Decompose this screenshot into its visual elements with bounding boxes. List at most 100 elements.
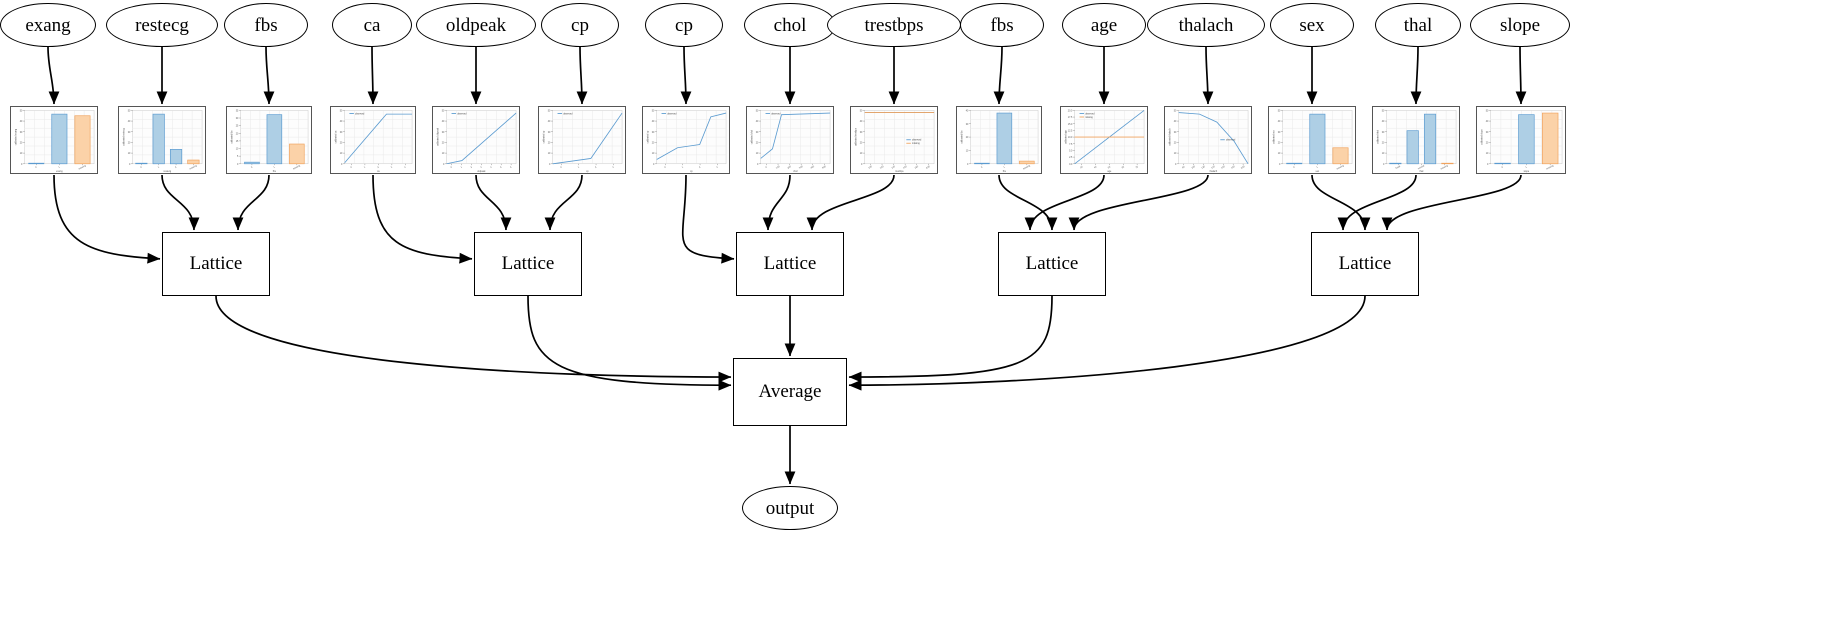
- svg-text:50: 50: [20, 110, 23, 112]
- svg-text:80: 80: [1182, 166, 1186, 169]
- svg-text:0: 0: [451, 166, 454, 169]
- svg-text:120: 120: [1201, 166, 1206, 170]
- feature-node-age[interactable]: age: [1062, 3, 1146, 47]
- svg-text:restecg: restecg: [164, 170, 172, 173]
- feature-node-exang[interactable]: exang: [0, 3, 96, 47]
- feature-node-sex[interactable]: sex: [1270, 3, 1354, 47]
- feature-node-cp[interactable]: cp: [541, 3, 619, 47]
- svg-text:30: 30: [1382, 132, 1385, 134]
- svg-text:10: 10: [548, 153, 551, 155]
- svg-text:missing: missing: [79, 165, 88, 171]
- svg-text:observed: observed: [1226, 140, 1236, 142]
- svg-text:40: 40: [1094, 166, 1098, 169]
- feature-node-chol[interactable]: chol: [744, 3, 836, 47]
- svg-text:0: 0: [765, 166, 768, 169]
- feature-node-label: fbs: [990, 14, 1014, 36]
- average-node[interactable]: Average: [733, 358, 847, 426]
- feature-node-ca[interactable]: ca: [332, 3, 412, 47]
- feature-node-restecg[interactable]: restecg: [106, 3, 218, 47]
- svg-text:180: 180: [915, 166, 920, 170]
- feature-node-fbs[interactable]: fbs: [224, 3, 308, 47]
- svg-text:30: 30: [236, 118, 239, 120]
- edge: [1202, 46, 1214, 105]
- svg-text:30: 30: [1174, 132, 1177, 134]
- svg-text:500: 500: [822, 166, 827, 170]
- lattice-node-5[interactable]: Lattice: [1311, 232, 1419, 296]
- svg-text:missing: missing: [1085, 117, 1093, 119]
- svg-text:missing: missing: [912, 143, 920, 145]
- lattice-node-4[interactable]: Lattice: [998, 232, 1106, 296]
- svg-text:exang: exang: [56, 171, 63, 173]
- svg-text:10: 10: [1486, 153, 1489, 155]
- lattice-node-3[interactable]: Lattice: [736, 232, 844, 296]
- svg-text:50: 50: [756, 110, 759, 112]
- svg-text:40: 40: [1382, 121, 1385, 123]
- edge: [1381, 174, 1522, 231]
- svg-text:15: 15: [236, 141, 239, 143]
- svg-text:3: 3: [612, 166, 615, 169]
- feature-node-cp[interactable]: cp: [645, 3, 723, 47]
- svg-text:20: 20: [236, 133, 239, 135]
- feature-node-slope[interactable]: slope: [1470, 3, 1570, 47]
- edge: [544, 174, 583, 231]
- feature-node-label: ca: [363, 14, 381, 36]
- svg-text:calibrated restecg: calibrated restecg: [123, 128, 126, 146]
- edge: [1024, 174, 1105, 231]
- svg-text:1: 1: [682, 166, 685, 169]
- svg-text:10.0: 10.0: [1068, 137, 1073, 139]
- svg-text:10: 10: [20, 153, 23, 155]
- svg-text:0: 0: [1487, 164, 1489, 166]
- svg-text:missing: missing: [189, 165, 198, 171]
- feature-node-trestbps[interactable]: trestbps: [827, 3, 961, 47]
- edge: [527, 295, 732, 391]
- svg-text:observed: observed: [563, 113, 573, 115]
- lattice-node-1[interactable]: Lattice: [162, 232, 270, 296]
- svg-text:0: 0: [350, 166, 353, 169]
- output-node[interactable]: output: [742, 486, 838, 530]
- svg-text:0: 0: [1293, 166, 1296, 169]
- svg-text:40: 40: [966, 110, 969, 112]
- lattice-node-2[interactable]: Lattice: [474, 232, 582, 296]
- calibration-plot-svg: 0.02.55.07.510.012.515.017.520.0calibrat…: [1061, 107, 1147, 173]
- edge: [53, 174, 161, 264]
- svg-text:40: 40: [1174, 121, 1177, 123]
- svg-text:observed: observed: [355, 112, 365, 115]
- svg-text:30: 30: [548, 132, 551, 134]
- svg-text:15.0: 15.0: [1068, 124, 1073, 126]
- svg-text:40: 40: [442, 121, 445, 123]
- feature-node-fbs[interactable]: fbs: [960, 3, 1044, 47]
- svg-text:1: 1: [1316, 166, 1319, 169]
- svg-text:300: 300: [799, 166, 804, 170]
- feature-node-oldpeak[interactable]: oldpeak: [416, 3, 536, 47]
- svg-text:3: 3: [716, 166, 719, 169]
- svg-text:calibrated trestbps: calibrated trestbps: [855, 127, 858, 146]
- feature-node-thal[interactable]: thal: [1375, 3, 1461, 47]
- svg-text:1: 1: [578, 166, 581, 169]
- edge: [1515, 46, 1527, 105]
- svg-text:10: 10: [236, 149, 239, 151]
- feature-node-thalach[interactable]: thalach: [1147, 3, 1265, 47]
- svg-text:calibrated fbs: calibrated fbs: [961, 130, 964, 144]
- edge: [993, 46, 1005, 105]
- svg-text:0: 0: [129, 164, 131, 166]
- svg-text:0: 0: [549, 164, 551, 166]
